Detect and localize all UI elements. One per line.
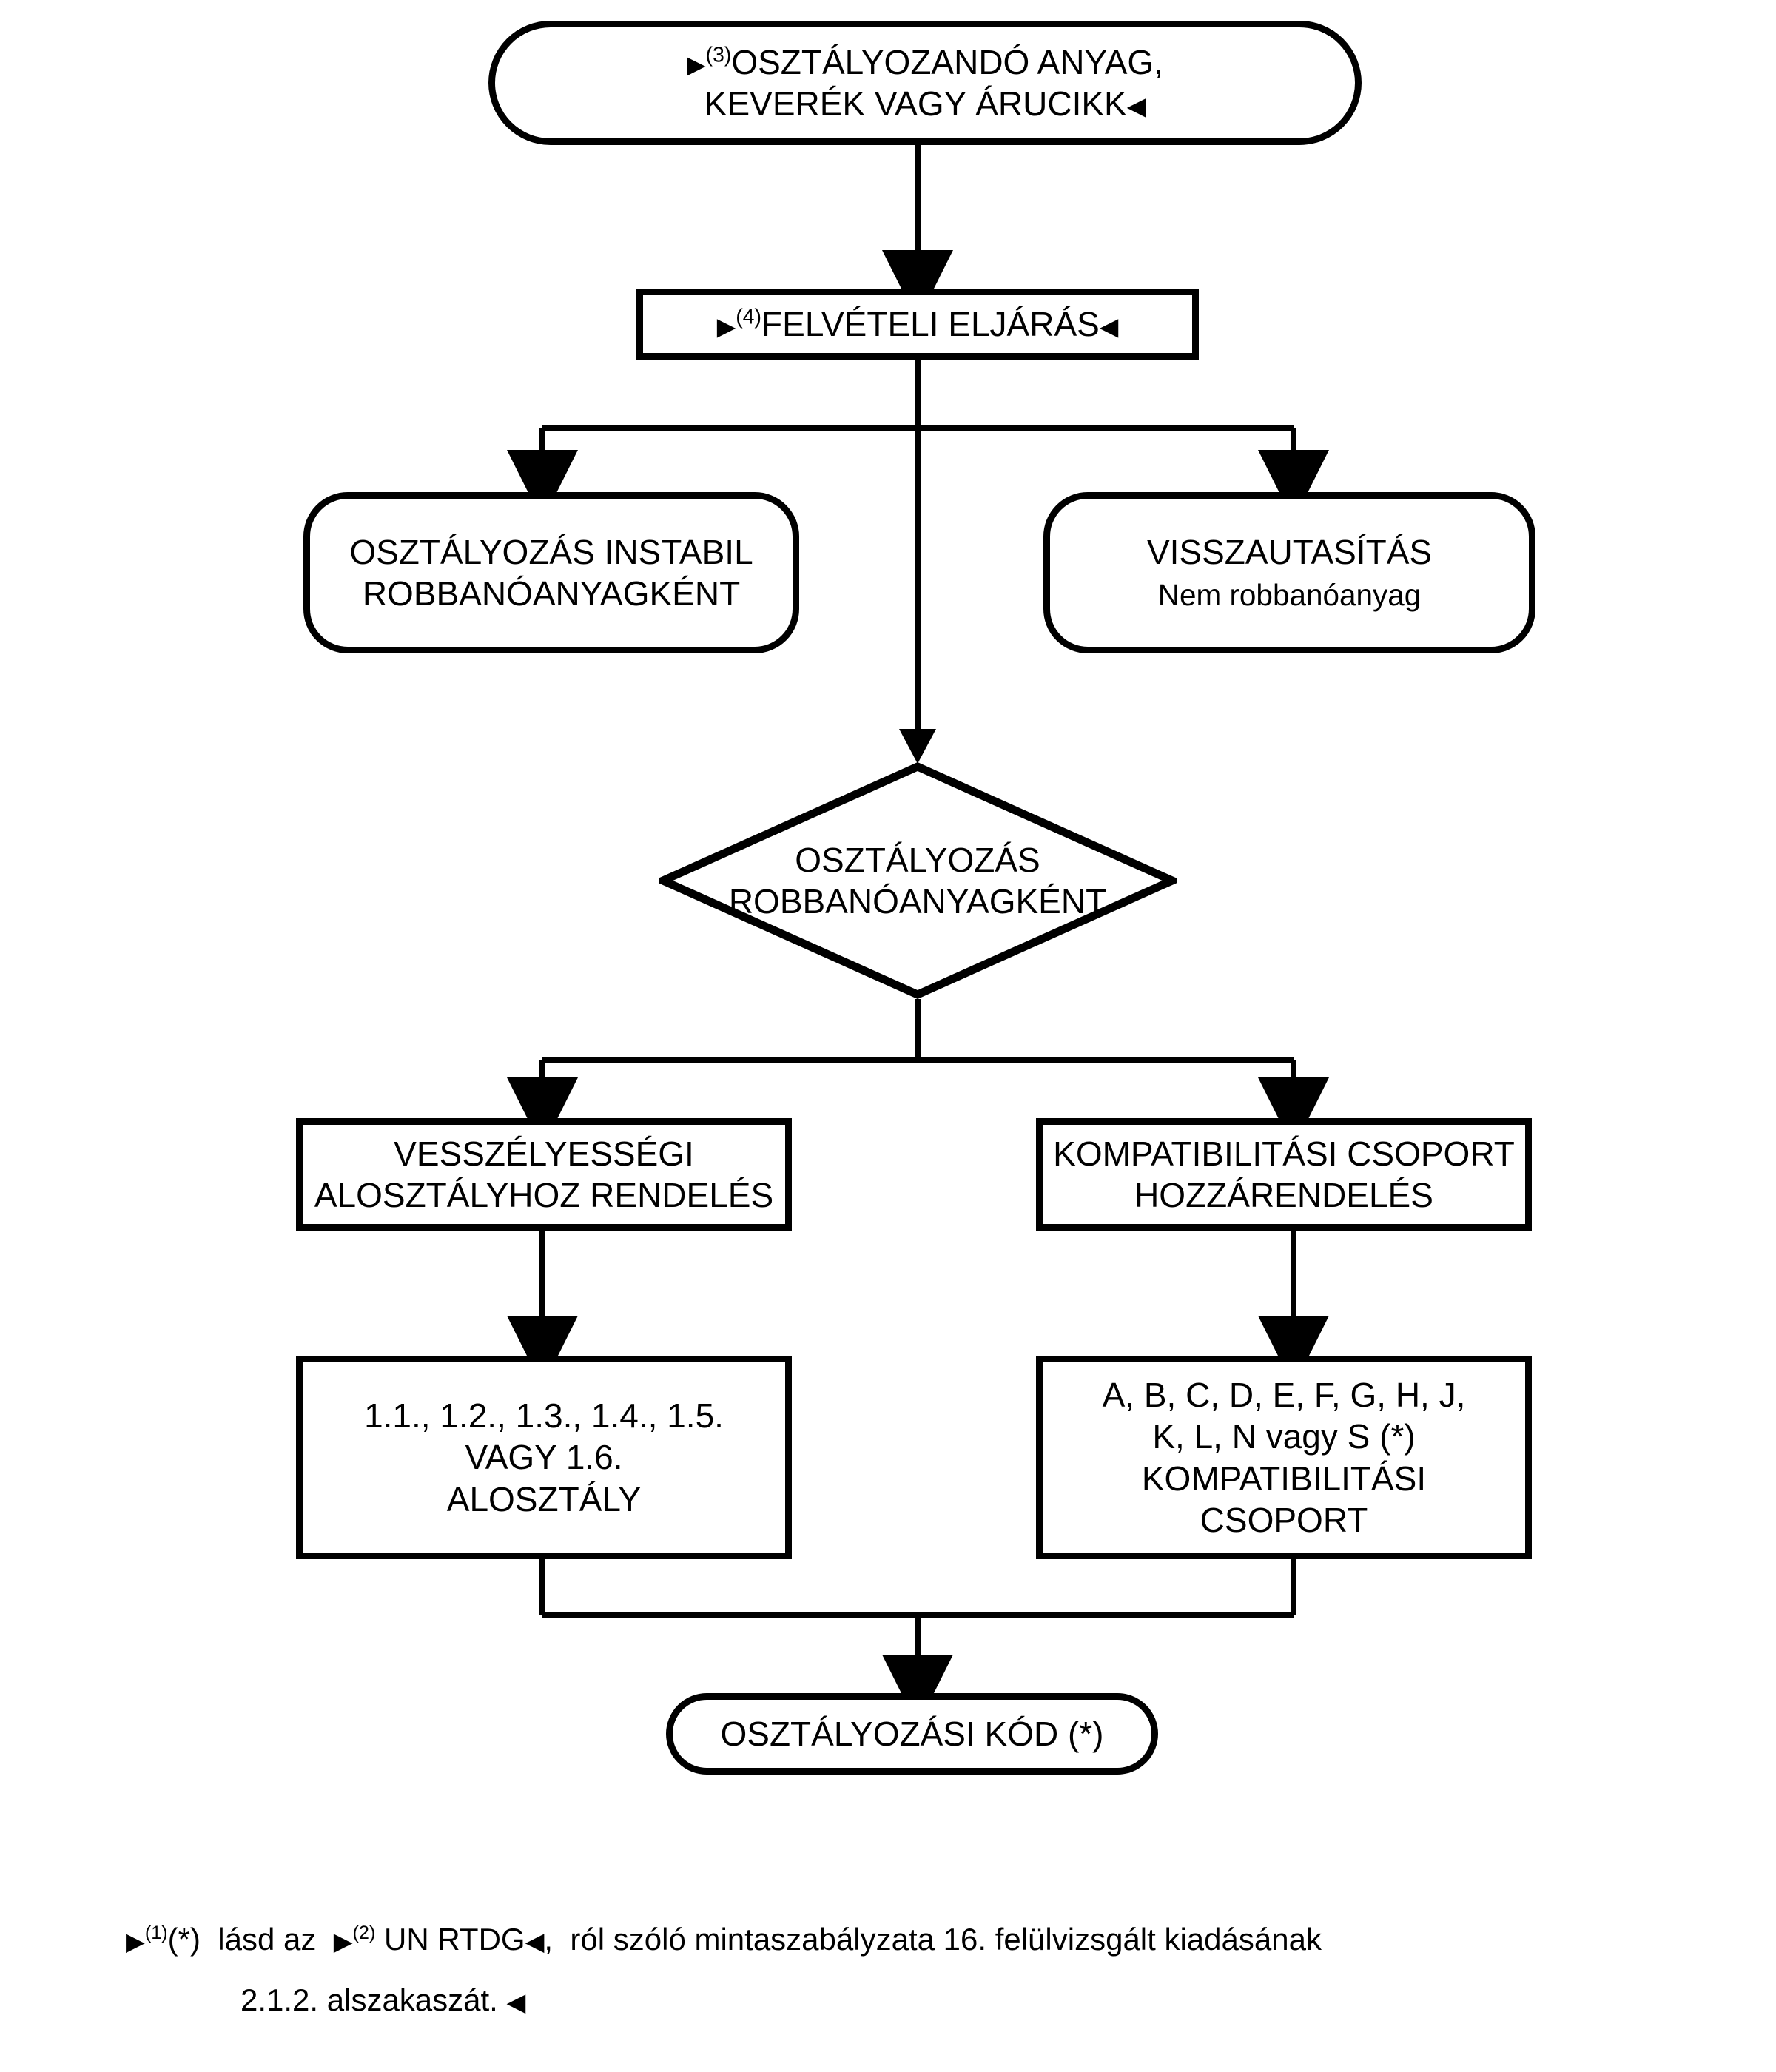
node-division-assignment[interactable]: VESSZÉLYESSÉGI ALOSZTÁLYHOZ RENDELÉS [296, 1118, 792, 1231]
node-unstable-line2: ROBBANÓANYAGKÉNT [362, 574, 741, 613]
right-marker-icon: ◀ [1126, 92, 1146, 121]
node-start-label: ▶(3)OSZTÁLYOZANDÓ ANYAG, KEVERÉK VAGY ÁR… [687, 41, 1163, 124]
node-compatibility-result-label: A, B, C, D, E, F, G, H, J, K, L, N vagy … [1103, 1374, 1466, 1540]
node-classification-code-label: OSZTÁLYOZÁSI KÓD (*) [720, 1714, 1104, 1753]
footnote-text-1: lásd az [218, 1922, 317, 1957]
node-compatibility-result-line1: A, B, C, D, E, F, G, H, J, [1102, 1376, 1466, 1415]
footnote-comma: , [544, 1922, 554, 1957]
arrowhead-into-diamond [899, 729, 936, 764]
footnote: ▶(1)(*) lásd az ▶(2) UN RTDG◀, ról szóló… [126, 1909, 1680, 2031]
right-marker-icon-2: ◀ [506, 1988, 526, 2016]
node-unstable-line1: OSZTÁLYOZÁS INSTABIL [349, 532, 753, 571]
footnote-line-2: 2.1.2. alszakaszát. ◀ [240, 1970, 1680, 2031]
left-marker-icon: ▶ [126, 1928, 145, 1956]
footnote-line-1: ▶(1)(*) lásd az ▶(2) UN RTDG◀, ról szóló… [126, 1909, 1680, 1970]
diamond-shape [653, 761, 1183, 1000]
left-marker-icon: ▶ [687, 51, 706, 79]
right-marker-icon: ◀ [525, 1928, 545, 1956]
node-procedure-text: FELVÉTELI ELJÁRÁS [761, 304, 1100, 343]
node-start-line2: KEVERÉK VAGY ÁRUCIKK [704, 84, 1127, 123]
footnote-ref-2: (2) [352, 1923, 376, 1943]
node-compatibility-assignment[interactable]: KOMPATIBILITÁSI CSOPORT HOZZÁRENDELÉS [1036, 1118, 1532, 1231]
node-rejection-line2: Nem robbanóanyag [1157, 578, 1422, 612]
node-start-ref: (3) [705, 43, 732, 67]
node-division-result-line2: VAGY 1.6. [465, 1438, 623, 1477]
node-start[interactable]: ▶(3)OSZTÁLYOZANDÓ ANYAG, KEVERÉK VAGY ÁR… [488, 21, 1362, 145]
node-compatibility-result[interactable]: A, B, C, D, E, F, G, H, J, K, L, N vagy … [1036, 1356, 1532, 1559]
node-procedure-label: ▶(4)FELVÉTELI ELJÁRÁS◀ [717, 303, 1119, 345]
right-marker-icon: ◀ [1099, 313, 1119, 341]
node-compatibility-result-line3: KOMPATIBILITÁSI [1141, 1459, 1427, 1498]
node-classification-code[interactable]: OSZTÁLYOZÁSI KÓD (*) [666, 1693, 1158, 1775]
node-compatibility-assignment-line1: KOMPATIBILITÁSI CSOPORT [1053, 1134, 1515, 1173]
node-compatibility-result-line2: K, L, N vagy S (*) [1152, 1417, 1416, 1456]
node-compatibility-assignment-line2: HOZZÁRENDELÉS [1134, 1176, 1433, 1214]
node-rejection[interactable]: VISSZAUTASÍTÁS Nem robbanóanyag [1043, 492, 1536, 653]
node-compatibility-result-line4: CSOPORT [1200, 1500, 1368, 1539]
footnote-ref-1: (1) [144, 1923, 168, 1943]
node-decision-classify-as-explosive[interactable]: OSZTÁLYOZÁS ROBBANÓANYAGKÉNT [653, 761, 1183, 1000]
node-division-result-line3: ALOSZTÁLY [446, 1479, 642, 1518]
footnote-text-3: ról szóló mintaszabályzata 16. felülvizs… [570, 1922, 1322, 1957]
node-start-line1: OSZTÁLYOZANDÓ ANYAG, [731, 42, 1163, 81]
node-division-result-label: 1.1., 1.2., 1.3., 1.4., 1.5. VAGY 1.6. A… [364, 1395, 724, 1519]
node-unstable-label: OSZTÁLYOZÁS INSTABIL ROBBANÓANYAGKÉNT [349, 531, 753, 614]
node-decision-label: OSZTÁLYOZÁS ROBBANÓANYAGKÉNT [659, 762, 1177, 999]
node-division-result-line1: 1.1., 1.2., 1.3., 1.4., 1.5. [364, 1396, 724, 1436]
left-marker-icon: ▶ [716, 313, 736, 341]
footnote-text-2: UN RTDG [384, 1922, 525, 1957]
footnote-asterisk: (*) [167, 1922, 201, 1957]
node-procedure[interactable]: ▶(4)FELVÉTELI ELJÁRÁS◀ [636, 289, 1199, 360]
node-procedure-ref: (4) [736, 305, 762, 329]
left-marker-icon-2: ▶ [333, 1928, 353, 1956]
node-decision-line1: OSZTÁLYOZÁS [795, 840, 1040, 879]
node-division-assignment-label: VESSZÉLYESSÉGI ALOSZTÁLYHOZ RENDELÉS [314, 1133, 773, 1216]
node-decision-line2: ROBBANÓANYAGKÉNT [728, 882, 1107, 921]
node-rejection-label: VISSZAUTASÍTÁS Nem robbanóanyag [1147, 531, 1432, 614]
node-division-result[interactable]: 1.1., 1.2., 1.3., 1.4., 1.5. VAGY 1.6. A… [296, 1356, 792, 1559]
node-division-assignment-line1: VESSZÉLYESSÉGI [394, 1134, 694, 1173]
node-unstable-classification[interactable]: OSZTÁLYOZÁS INSTABIL ROBBANÓANYAGKÉNT [303, 492, 799, 653]
node-division-assignment-line2: ALOSZTÁLYHOZ RENDELÉS [314, 1176, 774, 1214]
node-rejection-line1: VISSZAUTASÍTÁS [1146, 532, 1433, 571]
footnote-line2-text: 2.1.2. alszakaszát. [240, 1982, 498, 2017]
node-compatibility-assignment-label: KOMPATIBILITÁSI CSOPORT HOZZÁRENDELÉS [1053, 1133, 1515, 1216]
